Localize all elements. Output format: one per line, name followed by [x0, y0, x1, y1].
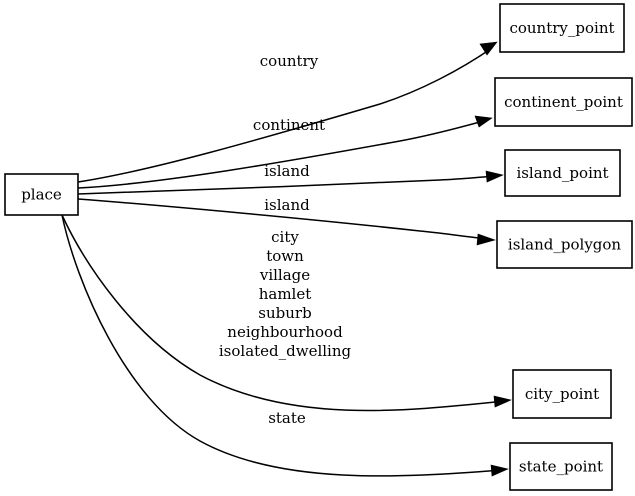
arrowhead-icon — [479, 41, 498, 56]
edge-line — [77, 198, 490, 240]
edge-place-to-island_polygon[interactable] — [77, 198, 496, 246]
edge-label-island_point: island — [264, 162, 310, 180]
edge-place-to-country_point[interactable] — [77, 41, 498, 183]
node-label-country_point: country_point — [509, 19, 614, 37]
node-box — [496, 220, 633, 269]
edge-label-line: isolated_dwelling — [219, 342, 352, 360]
arrowhead-icon — [476, 233, 496, 246]
edge-line — [61, 214, 506, 412]
node-box — [512, 369, 612, 419]
node-city_point[interactable]: city_point — [512, 369, 612, 419]
edge-place-to-island_point[interactable] — [77, 170, 504, 195]
edges-layer — [61, 41, 512, 477]
node-label-island_point: island_point — [516, 164, 608, 182]
edge-label-continent_point: continent — [253, 116, 325, 134]
edge-label-line: hamlet — [259, 285, 312, 303]
edge-place-to-continent_point[interactable] — [77, 115, 493, 189]
edge-label-island_polygon: island — [264, 196, 310, 214]
edge-line — [61, 214, 503, 477]
node-label-place: place — [21, 186, 62, 204]
edge-label-line: neighbourhood — [227, 323, 343, 341]
node-label-island_polygon: island_polygon — [508, 236, 622, 254]
edge-place-to-state_point[interactable] — [61, 214, 509, 477]
edge-label-line: city — [271, 228, 299, 246]
node-box — [499, 3, 625, 53]
node-box — [494, 77, 633, 127]
edge-label-line: town — [266, 247, 304, 265]
edge-label-country_point: country — [260, 52, 319, 70]
node-label-continent_point: continent_point — [504, 93, 623, 111]
edge-line — [77, 47, 493, 183]
node-label-city_point: city_point — [525, 385, 599, 403]
node-island_point[interactable]: island_point — [504, 149, 621, 197]
edge-label-state_point: state — [268, 409, 306, 427]
node-box — [504, 149, 621, 197]
edge-label-line: suburb — [258, 304, 311, 322]
arrowhead-icon — [493, 395, 512, 408]
arrowhead-icon — [490, 464, 509, 477]
nodes-layer: place country_point continent_point island_… — [4, 3, 633, 491]
edge-line — [77, 175, 498, 195]
edge-place-to-city_point[interactable] — [61, 214, 512, 412]
arrowhead-icon — [474, 115, 493, 128]
node-island_polygon[interactable]: island_polygon — [496, 220, 633, 269]
node-country_point[interactable]: country_point — [499, 3, 625, 53]
arrowhead-icon — [485, 170, 504, 183]
node-continent_point[interactable]: continent_point — [494, 77, 633, 127]
edge-line — [77, 119, 488, 189]
node-box — [509, 442, 613, 491]
node-state_point[interactable]: state_point — [509, 442, 613, 491]
node-label-state_point: state_point — [519, 458, 603, 476]
node-place[interactable]: place — [4, 173, 79, 216]
edge-label-line: village — [259, 266, 310, 284]
node-box — [4, 173, 79, 216]
